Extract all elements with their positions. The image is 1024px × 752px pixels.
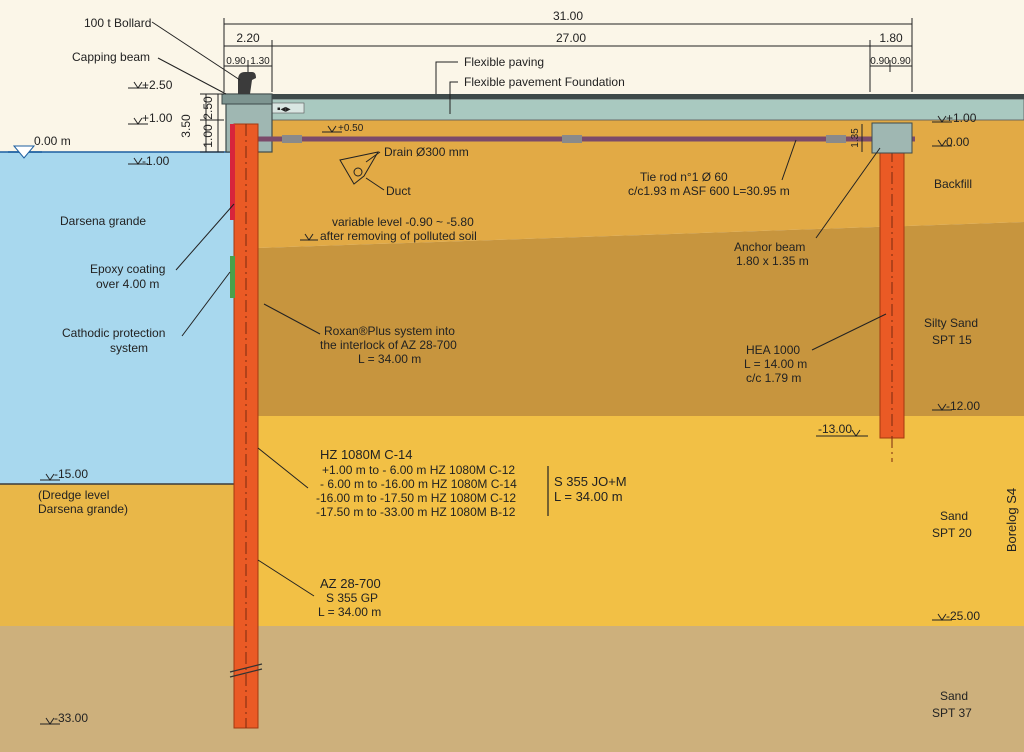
dim-h-lower: 1.00 xyxy=(201,124,215,148)
flexible-pavement-foundation xyxy=(271,98,1024,121)
deep-sand-label-1: Sand xyxy=(940,689,968,703)
flexible-paving xyxy=(270,94,1024,99)
level-0-00-m: 0.00 m xyxy=(34,134,71,148)
dim-cap-b: 1.30 xyxy=(250,56,270,67)
hz-row-2: - 6.00 m to -16.00 m HZ 1080M C-14 xyxy=(320,477,517,491)
duct-label: Duct xyxy=(386,184,411,198)
anchor-beam-label-1: Anchor beam xyxy=(734,240,805,254)
bollard-icon xyxy=(238,72,256,94)
silty-sand-label-1: Silty Sand xyxy=(924,316,978,330)
sand-layer xyxy=(258,416,1024,626)
dim-total: 31.00 xyxy=(553,9,583,23)
epoxy-coating-label-2: over 4.00 m xyxy=(96,277,159,291)
silty-sand-label-2: SPT 15 xyxy=(932,333,972,347)
tie-rod-label-2: c/c1.93 m ASF 600 L=30.95 m xyxy=(628,184,790,198)
variable-level-label-2: after removing of polluted soil xyxy=(320,229,477,243)
dim-anchor-a: 0.90 xyxy=(870,56,890,67)
dim-right: 1.80 xyxy=(879,31,903,45)
flexible-paving-label: Flexible paving xyxy=(464,55,544,69)
level-minus-25-00: -25.00 xyxy=(946,609,980,623)
level-right-0-00: 0.00 xyxy=(946,135,970,149)
level-plus-1-00: +1.00 xyxy=(142,111,173,125)
dim-h-total: 3.50 xyxy=(179,114,193,138)
dim-h-upper: 2.50 xyxy=(201,96,215,120)
anchor-beam-label-2: 1.80 x 1.35 m xyxy=(736,254,809,268)
dredge-level-label-1: (Dredge level xyxy=(38,488,109,502)
roxan-label-1: Roxan®Plus system into xyxy=(324,324,455,338)
dim-middle: 27.00 xyxy=(556,31,586,45)
leader-lines xyxy=(151,21,887,597)
dredge-level-label-2: Darsena grande) xyxy=(38,502,128,516)
level-plus-2-50: +2.50 xyxy=(142,78,173,92)
drain-pipe-icon xyxy=(353,167,363,177)
roxan-label-2: the interlock of AZ 28-700 xyxy=(320,338,457,352)
water-layer xyxy=(0,152,236,484)
tie-rod-coupler-mid xyxy=(562,135,582,143)
deep-sand-layer xyxy=(0,626,1024,752)
az-label-2: S 355 GP xyxy=(326,591,378,605)
dim-cap-a: 0.90 xyxy=(226,56,246,67)
capping-beam-label: Capping beam xyxy=(72,50,150,64)
pile-break-1 xyxy=(229,663,263,673)
pavement-joint-mark: ▪◂▸ xyxy=(277,104,291,115)
dim-left: 2.20 xyxy=(236,31,260,45)
tie-rod-label-1: Tie rod n°1 Ø 60 xyxy=(640,170,728,184)
level-marks xyxy=(8,81,952,725)
level-plus-0-50: +0.50 xyxy=(338,123,364,134)
dredge-sand-layer xyxy=(0,484,258,626)
roxan-label-3: L = 34.00 m xyxy=(358,352,421,366)
backfill-layer xyxy=(258,120,1024,248)
pile-break-2 xyxy=(229,668,263,678)
anchor-beam xyxy=(871,122,913,154)
drain-label: Drain Ø300 mm xyxy=(384,145,469,159)
variable-level-label-1: variable level -0.90 ~ -5.80 xyxy=(332,215,474,229)
silty-sand-layer xyxy=(258,222,1024,416)
hz-title-label: HZ 1080M C-14 xyxy=(320,447,412,462)
sand-label-2: SPT 20 xyxy=(932,526,972,540)
steel-length-label: L = 34.00 m xyxy=(554,489,623,504)
tie-rod-coupler-left xyxy=(282,135,302,143)
cathodic-protection-label-2: system xyxy=(110,341,148,355)
level-minus-12-00: -12.00 xyxy=(946,399,980,413)
dim-anchor-b: 0.90 xyxy=(891,56,911,67)
az-label-3: L = 34.00 m xyxy=(318,605,381,619)
level-minus-33-00: -33.00 xyxy=(54,711,88,725)
level-minus-15-00: -15.00 xyxy=(54,467,88,481)
capping-beam-top xyxy=(221,93,273,105)
borelog-label: Borelog S4 xyxy=(1004,488,1019,552)
level-minus-13-00: -13.00 xyxy=(818,422,852,436)
hz-row-4: -17.50 m to -33.00 m HZ 1080M B-12 xyxy=(316,505,516,519)
hz-row-3: -16.00 m to -17.50 m HZ 1080M C-12 xyxy=(316,491,516,505)
level-minus-1-00: -1.00 xyxy=(142,154,170,168)
deep-sand-label-2: SPT 37 xyxy=(932,706,972,720)
darsena-grande-label: Darsena grande xyxy=(60,214,146,228)
hea-label-3: c/c 1.79 m xyxy=(746,371,801,385)
backfill-label: Backfill xyxy=(934,177,972,191)
level-right-plus-1-00: +1.00 xyxy=(946,111,977,125)
epoxy-coating-strip xyxy=(230,124,235,220)
cathodic-protection-strip xyxy=(230,256,235,298)
bollard-label: 100 t Bollard xyxy=(84,16,151,30)
tie-rod-coupler-right xyxy=(826,135,846,143)
hea-label-1: HEA 1000 xyxy=(746,343,800,357)
steel-grade-label: S 355 JO+M xyxy=(554,474,627,489)
hea-label-2: L = 14.00 m xyxy=(744,357,807,371)
sand-label-1: Sand xyxy=(940,509,968,523)
az-label-1: AZ 28-700 xyxy=(320,576,381,591)
epoxy-coating-label-1: Epoxy coating xyxy=(90,262,165,276)
dimension-lines xyxy=(200,18,913,153)
cathodic-protection-label-1: Cathodic protection xyxy=(62,326,165,340)
hz-row-1: +1.00 m to - 6.00 m HZ 1080M C-12 xyxy=(322,463,515,477)
flexible-foundation-label: Flexible pavement Foundation xyxy=(464,75,625,89)
dim-anchor-h: 1.35 xyxy=(850,128,861,148)
